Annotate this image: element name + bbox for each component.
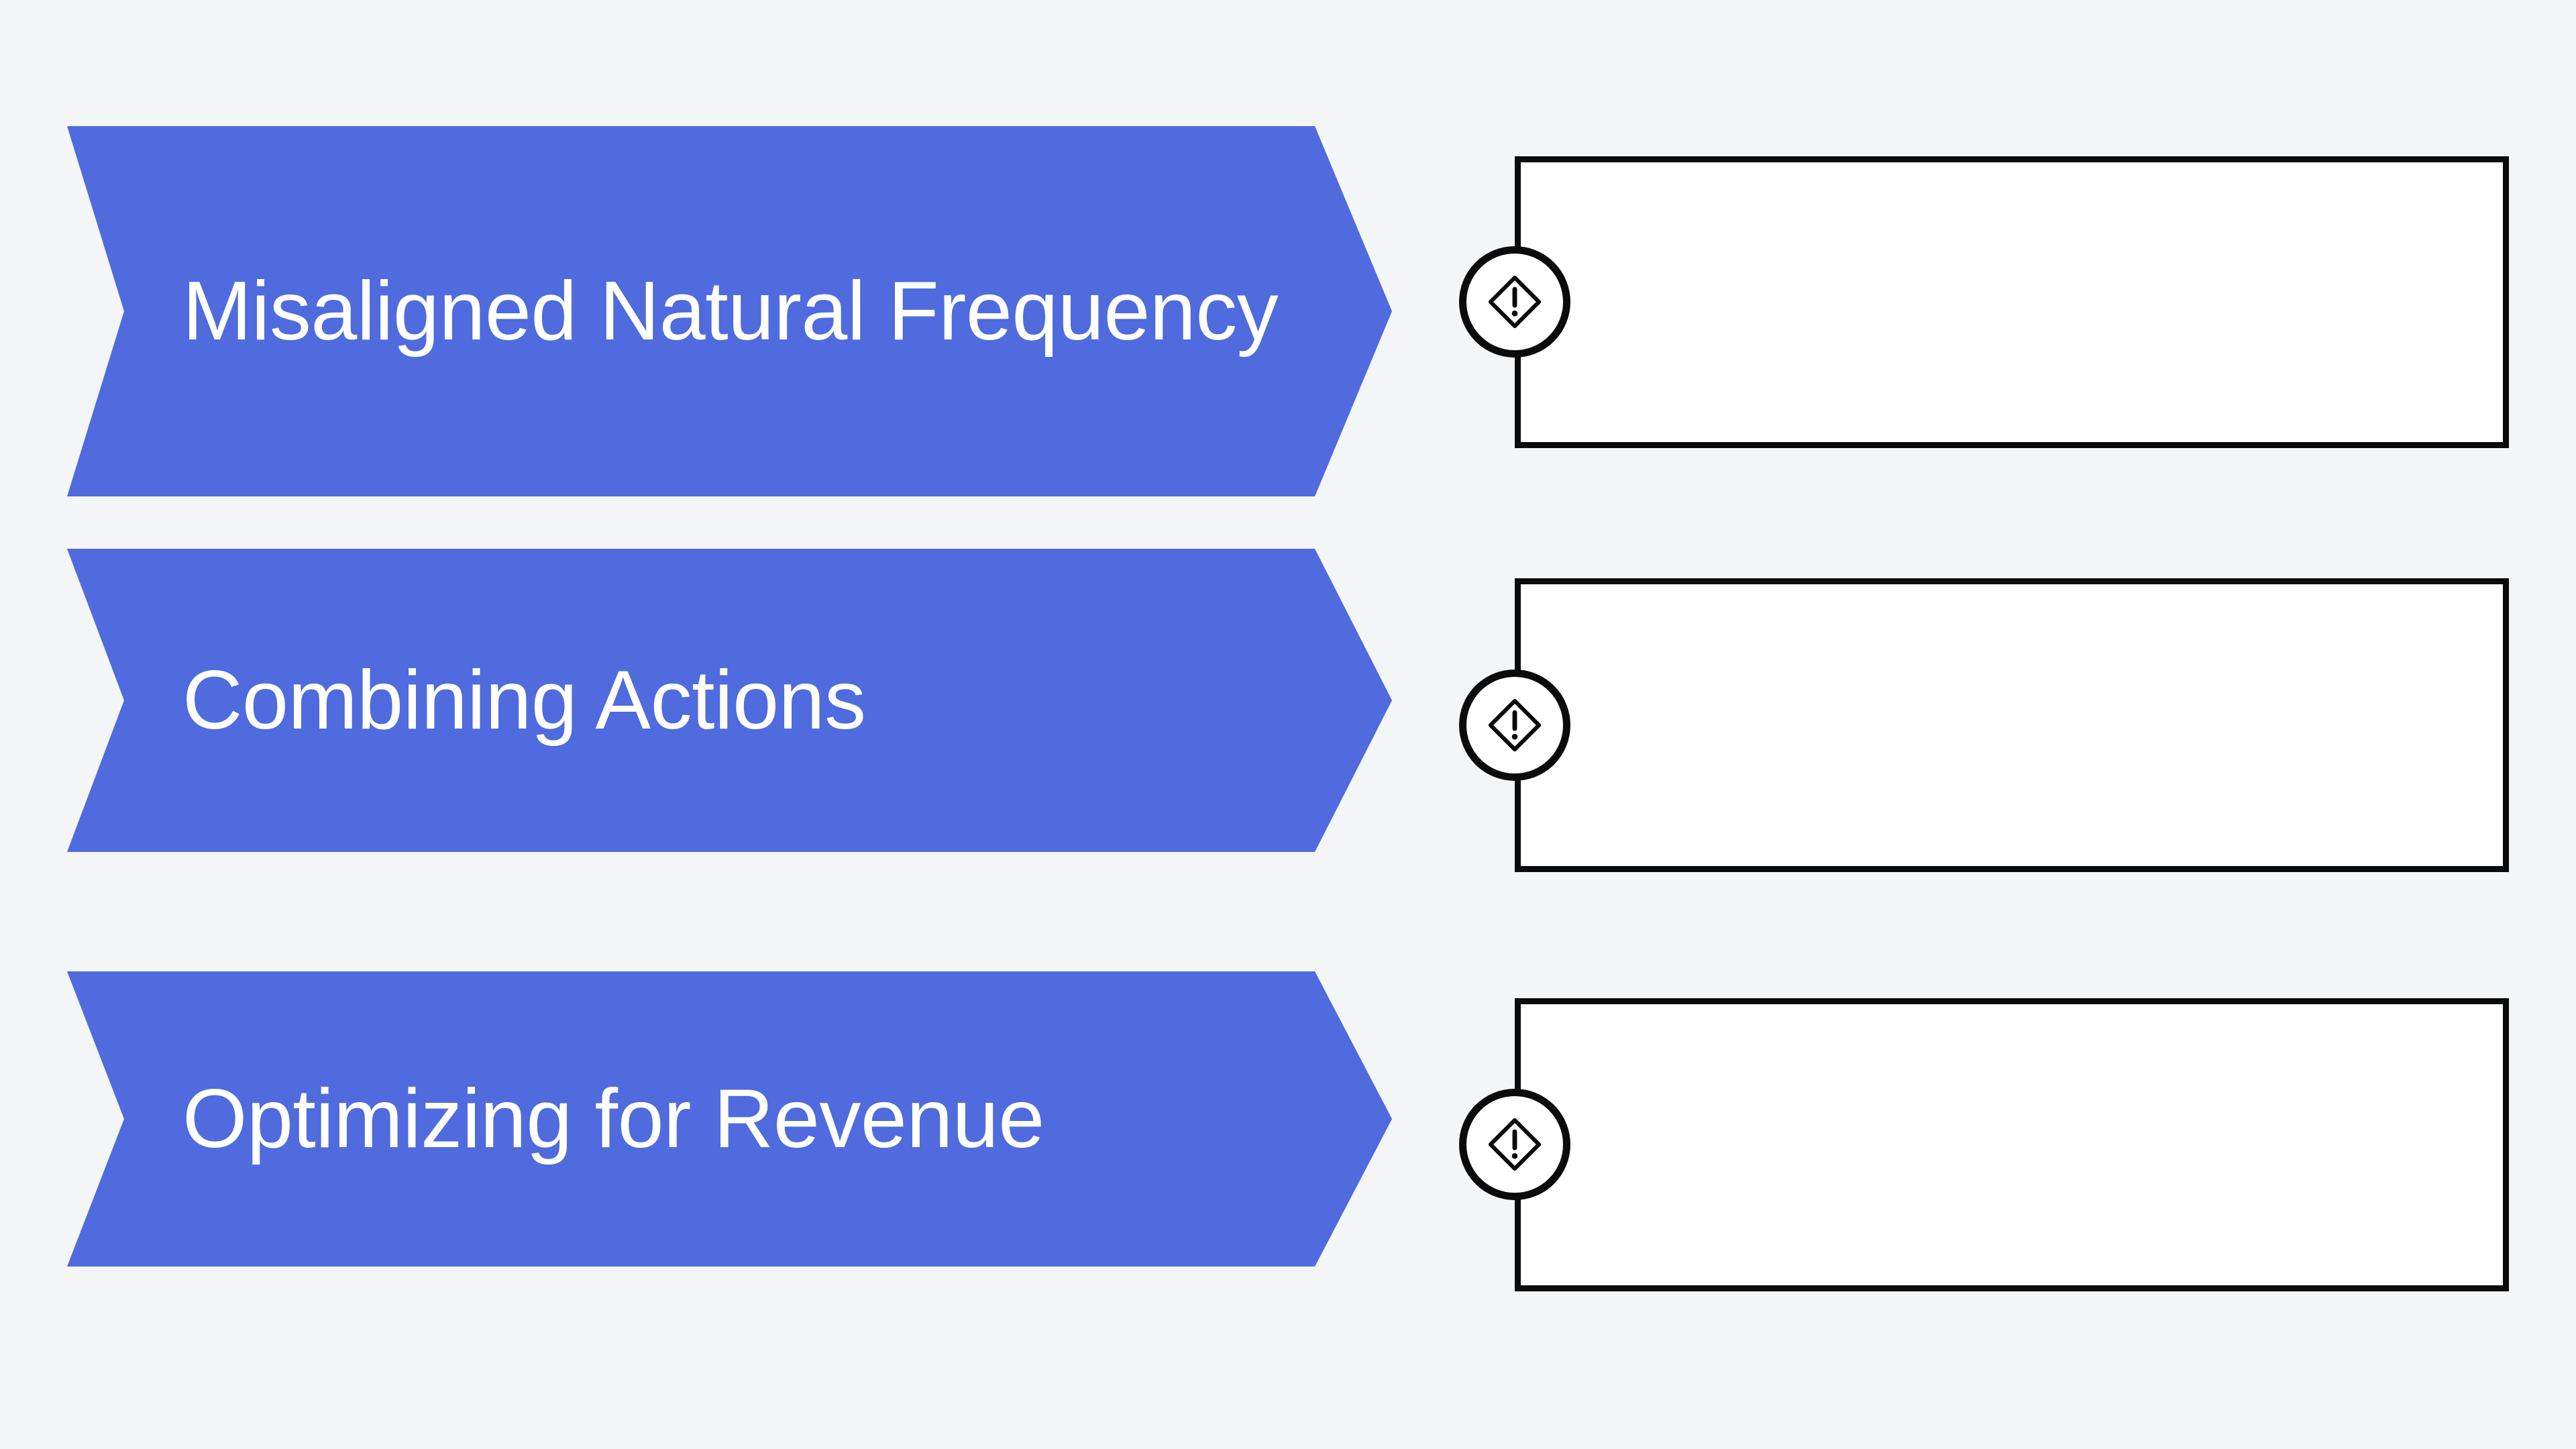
chevron-shape [67, 971, 1392, 1267]
note-box-2[interactable] [1515, 578, 2509, 872]
chevron-label-1: Misaligned Natural Frequency [182, 264, 1279, 358]
warning-badge-3[interactable] [1459, 1089, 1570, 1200]
warning-badge-2[interactable] [1459, 669, 1570, 781]
chevron-banner-2[interactable]: Combining Actions [0, 549, 1402, 852]
chevron-shape [67, 549, 1392, 852]
chevron-label-2: Combining Actions [182, 653, 866, 747]
chevron-shape [67, 126, 1392, 496]
warning-diamond-icon [1488, 275, 1542, 329]
warning-diamond-icon [1488, 1118, 1542, 1171]
note-box-3[interactable] [1515, 998, 2509, 1291]
chevron-label-3: Optimizing for Revenue [182, 1072, 1044, 1165]
chevron-banner-3[interactable]: Optimizing for Revenue [0, 971, 1402, 1267]
warning-badge-1[interactable] [1459, 246, 1570, 358]
chevron-banner-1[interactable]: Misaligned Natural Frequency [0, 126, 1402, 496]
note-box-1[interactable] [1515, 156, 2509, 448]
warning-diamond-icon [1488, 698, 1542, 752]
